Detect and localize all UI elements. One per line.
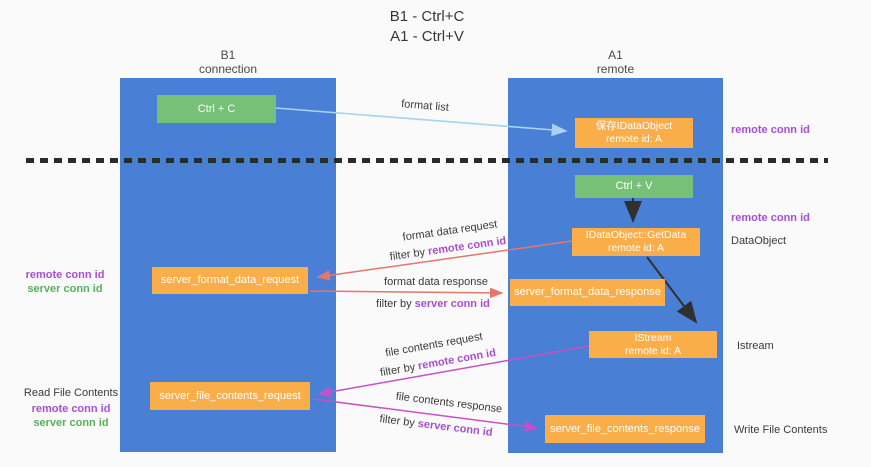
diagram-title: B1 - Ctrl+C A1 - Ctrl+V — [327, 7, 527, 47]
format-response-filter-label: filter by server conn id — [376, 298, 490, 310]
lifeline-b1-title: B1 — [220, 48, 236, 62]
ctrl-v-label: Ctrl + V — [615, 180, 653, 192]
filter-by-text: filter by — [376, 298, 415, 310]
remote-conn-id-label: remote conn id — [31, 403, 111, 415]
lifeline-a1-title: A1 — [608, 48, 623, 62]
lifeline-a1-subtitle: remote — [596, 62, 635, 76]
remote-conn-id-label: remote conn id — [731, 212, 810, 224]
lifeline-header-a1: A1 remote — [508, 48, 723, 76]
server-file-contents-response-label: server_file_contents_response — [550, 422, 700, 435]
ctrl-v-action-box: Ctrl + V — [575, 175, 693, 198]
ctrl-c-label: Ctrl + C — [197, 102, 236, 115]
server-file-contents-request-box: server_file_contents_request — [150, 382, 310, 410]
save-idataobject-line1: 保存IDataObject — [595, 120, 673, 132]
save-idataobject-box: 保存IDataObject remote id: A — [575, 118, 693, 148]
server-format-data-request-label: server_format_data_request — [160, 274, 300, 286]
filter-by-text: filter by — [379, 360, 420, 380]
idataobject-getdata-box: IDataObject::GetData remote id: A — [572, 228, 700, 256]
istream-line2: remote id: A — [624, 344, 682, 357]
format-data-response-label: format data response — [384, 276, 488, 288]
arrow-format-data-response — [309, 287, 504, 299]
left-file-conn-ids: Read File Contents remote conn id server… — [21, 386, 121, 430]
server-format-data-response-box: server_format_data_response — [510, 279, 665, 306]
server-conn-id-key: server conn id — [417, 417, 494, 439]
title-line-2: A1 - Ctrl+V — [390, 28, 464, 45]
filter-by-text: filter by — [378, 413, 419, 430]
write-file-contents-label: Write File Contents — [734, 424, 828, 436]
istream-box: IStream remote id: A — [589, 331, 717, 358]
remote-conn-id-label: remote conn id — [731, 124, 810, 136]
save-idataobject-line2: remote id: A — [605, 133, 663, 145]
getdata-line1: IDataObject::GetData — [585, 229, 687, 241]
server-file-contents-request-label: server_file_contents_request — [159, 389, 301, 402]
phase-separator-dashed-line — [26, 158, 828, 163]
ctrl-c-action-box: Ctrl + C — [157, 95, 276, 123]
file-contents-response-label: file contents response — [395, 390, 503, 416]
lifeline-header-b1: B1 connection — [120, 48, 336, 76]
left-format-conn-ids: remote conn id server conn id — [18, 268, 112, 296]
server-conn-id-label: server conn id — [33, 417, 109, 429]
server-format-data-request-box: server_format_data_request — [152, 267, 308, 294]
dataobject-label: DataObject — [731, 235, 787, 247]
server-format-data-response-label: server_format_data_response — [514, 286, 661, 298]
remote-conn-id-label: remote conn id — [25, 269, 105, 281]
title-line-1: B1 - Ctrl+C — [389, 8, 465, 25]
file-response-filter-label: filter by server conn id — [379, 413, 493, 439]
istream-line1: IStream — [634, 331, 672, 344]
getdata-line2: remote id: A — [607, 242, 665, 254]
read-file-contents-label: Read File Contents — [23, 387, 119, 399]
filter-by-text: filter by — [389, 245, 429, 264]
server-conn-id-key: server conn id — [414, 298, 490, 310]
server-file-contents-response-box: server_file_contents_response — [545, 415, 705, 443]
server-conn-id-label: server conn id — [27, 283, 103, 295]
lifeline-b1-subtitle: connection — [198, 62, 258, 76]
istream-side-label: Istream — [737, 340, 774, 352]
format-list-label: format list — [400, 98, 450, 114]
